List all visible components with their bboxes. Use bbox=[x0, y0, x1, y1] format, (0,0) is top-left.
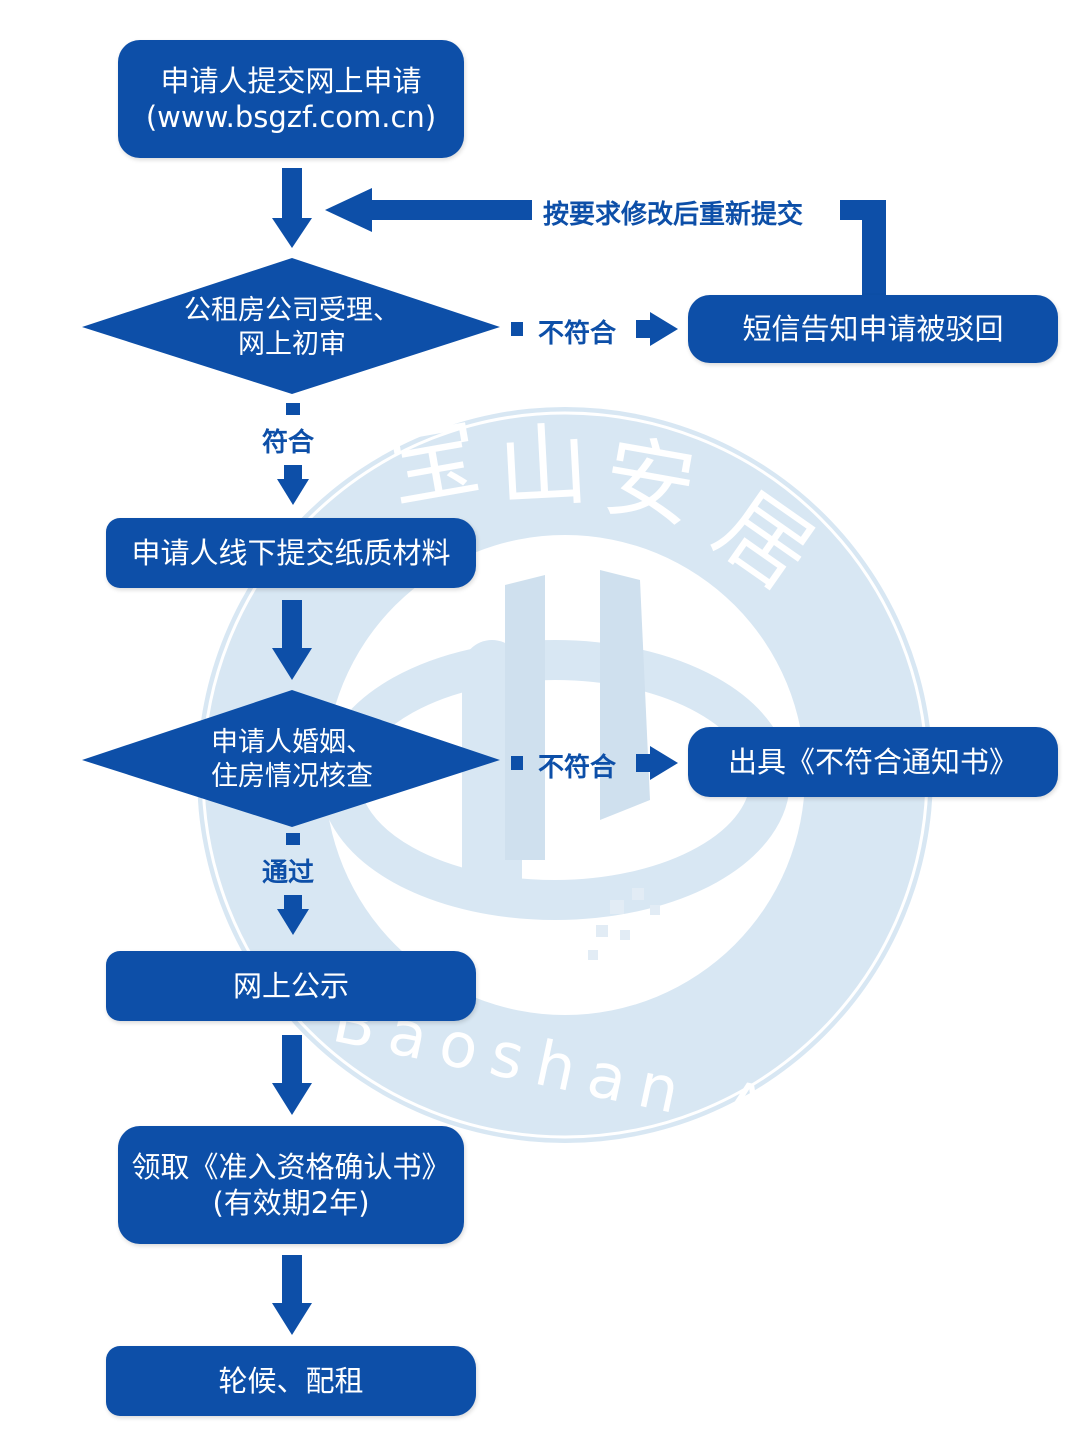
arrow-shaft bbox=[282, 1035, 302, 1083]
watermark-chinese-1: 宝 bbox=[381, 403, 488, 522]
node-text-line2: (www.bsgzf.com.cn) bbox=[145, 100, 437, 134]
node-offline-materials: 申请人线下提交纸质材料 bbox=[106, 518, 476, 588]
arrow-shaft bbox=[282, 1255, 302, 1303]
connector-dot bbox=[511, 322, 523, 336]
arrow-shaft bbox=[636, 754, 650, 772]
loop-top-stub bbox=[840, 200, 886, 220]
arrow-down-icon bbox=[272, 1303, 312, 1335]
node-text-line1: 申请人婚姻、 bbox=[211, 727, 373, 758]
edge-label-not-compliant-1: 不符合 bbox=[538, 319, 617, 349]
arrow-right-icon bbox=[650, 312, 678, 346]
watermark-chinese-3: 安 bbox=[596, 423, 703, 542]
arrow-shaft bbox=[284, 895, 302, 909]
arrow-shaft bbox=[636, 320, 650, 338]
connector-dot bbox=[286, 833, 300, 845]
node-text-line2: 住房情况核查 bbox=[211, 761, 373, 792]
loop-horizontal-line bbox=[372, 200, 532, 220]
arrow-shaft bbox=[284, 465, 302, 479]
arrow-down-icon bbox=[272, 218, 312, 248]
node-qualification-certificate: 领取《准入资格确认书》 (有效期2年) bbox=[118, 1126, 464, 1244]
node-text-line1: 公租房公司受理、 bbox=[184, 295, 400, 326]
node-online-publicity: 网上公示 bbox=[106, 951, 476, 1021]
arrow-down-icon bbox=[272, 1083, 312, 1115]
edge-label-compliant: 符合 bbox=[262, 428, 315, 458]
watermark-pixels bbox=[588, 888, 660, 960]
node-submit-online: 申请人提交网上申请 (www.bsgzf.com.cn) bbox=[118, 40, 464, 158]
arrow-down-icon bbox=[277, 479, 309, 505]
connector-dot bbox=[511, 756, 523, 770]
arrow-left-icon bbox=[325, 188, 372, 232]
node-text: 轮候、配租 bbox=[218, 1364, 364, 1398]
connectors bbox=[82, 168, 886, 1335]
watermark-chinese-2: 山 bbox=[496, 412, 591, 522]
node-sms-rejected: 短信告知申请被驳回 bbox=[688, 295, 1058, 363]
node-marriage-housing-check-text: 申请人婚姻、 住房情况核查 bbox=[160, 726, 424, 794]
node-initial-review-text: 公租房公司受理、 网上初审 bbox=[150, 294, 434, 362]
node-text-line1: 申请人提交网上申请 bbox=[160, 64, 422, 98]
node-text: 申请人线下提交纸质材料 bbox=[131, 536, 451, 570]
node-text: 网上公示 bbox=[232, 969, 349, 1003]
node-text: 出具《不符合通知书》 bbox=[727, 745, 1018, 779]
edge-label-passed: 通过 bbox=[262, 858, 315, 888]
node-text-line2: (有效期2年) bbox=[212, 1186, 370, 1220]
node-text-line1: 领取《准入资格确认书》 bbox=[131, 1150, 451, 1184]
arrow-shaft bbox=[282, 600, 302, 648]
edge-label-resubmit: 按要求修改后重新提交 bbox=[543, 200, 804, 230]
node-text: 短信告知申请被驳回 bbox=[742, 312, 1004, 346]
watermark-building-2 bbox=[505, 575, 545, 860]
arrow-right-icon bbox=[650, 746, 678, 780]
diamond-marriage-housing-check bbox=[82, 690, 500, 827]
arrow-down-icon bbox=[277, 909, 309, 935]
arrow-shaft bbox=[282, 168, 302, 218]
node-waiting-allocation: 轮候、配租 bbox=[106, 1346, 476, 1416]
diamond-initial-review bbox=[82, 258, 500, 394]
node-text-line2: 网上初审 bbox=[238, 329, 346, 360]
node-non-compliance-notice: 出具《不符合通知书》 bbox=[688, 727, 1058, 797]
edge-label-not-compliant-2: 不符合 bbox=[538, 753, 617, 783]
connector-dot bbox=[286, 403, 300, 415]
arrow-down-icon bbox=[272, 648, 312, 680]
